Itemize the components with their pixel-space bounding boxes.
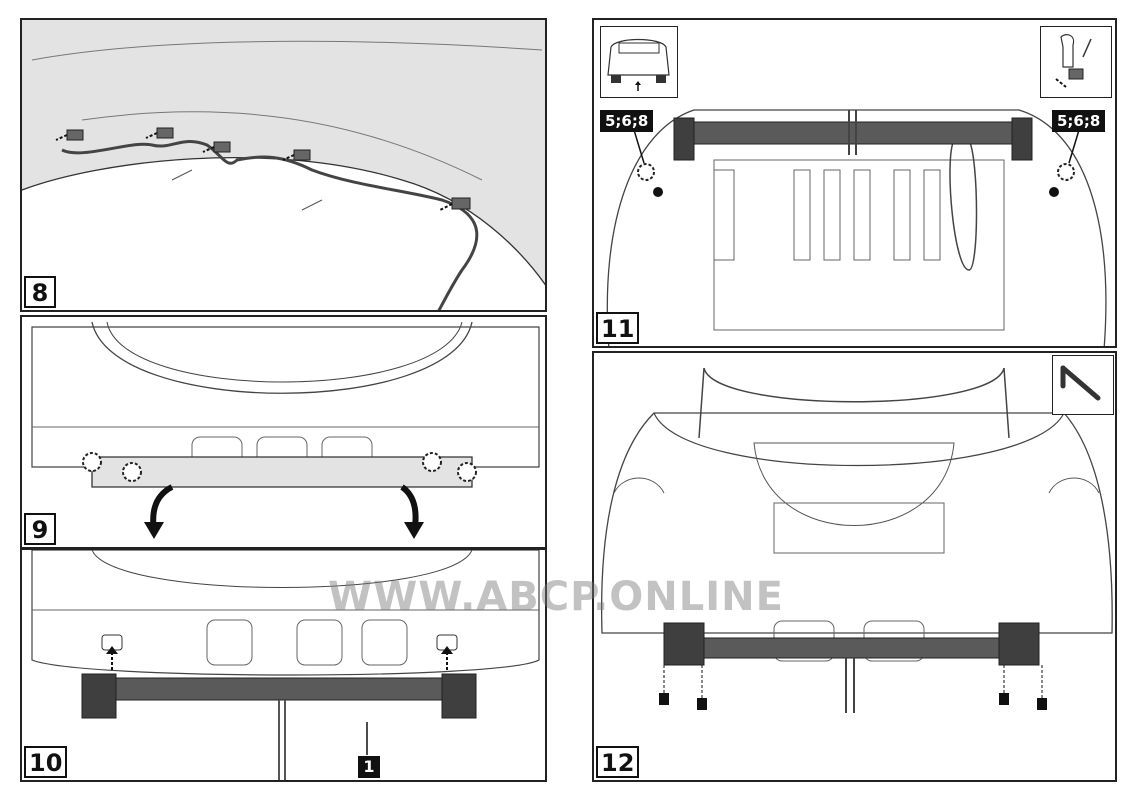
step-12-panel: 12: [592, 351, 1117, 782]
callout-left-fasteners: 5;6;8: [600, 110, 654, 132]
watermark-text: WWW.ABCP.ONLINE: [328, 574, 784, 620]
step-9-illustration: [31, 321, 540, 539]
step-8-illustration: [22, 20, 545, 310]
socket-wrench-icon: [1052, 355, 1114, 415]
step-9-panel: 9: [20, 315, 547, 549]
part-label-1: 1: [358, 756, 380, 778]
step-number-12: 12: [596, 746, 640, 778]
step-number-9: 9: [24, 513, 56, 545]
hand-unplug-icon: [1040, 26, 1112, 98]
step-12-illustration: [601, 367, 1113, 713]
step-number-10: 10: [24, 746, 68, 778]
car-rear-view-icon: [600, 26, 678, 98]
step-number-11: 11: [596, 312, 640, 344]
step-10-panel: 10 1: [20, 548, 547, 782]
step-10-illustration: [31, 550, 540, 780]
step-8-panel: 8: [20, 18, 547, 312]
step-11-panel: 5;6;8 5;6;8 11: [592, 18, 1117, 348]
callout-right-fasteners: 5;6;8: [1052, 110, 1106, 132]
step-11-illustration: [606, 109, 1107, 346]
step-number-8: 8: [24, 276, 56, 308]
